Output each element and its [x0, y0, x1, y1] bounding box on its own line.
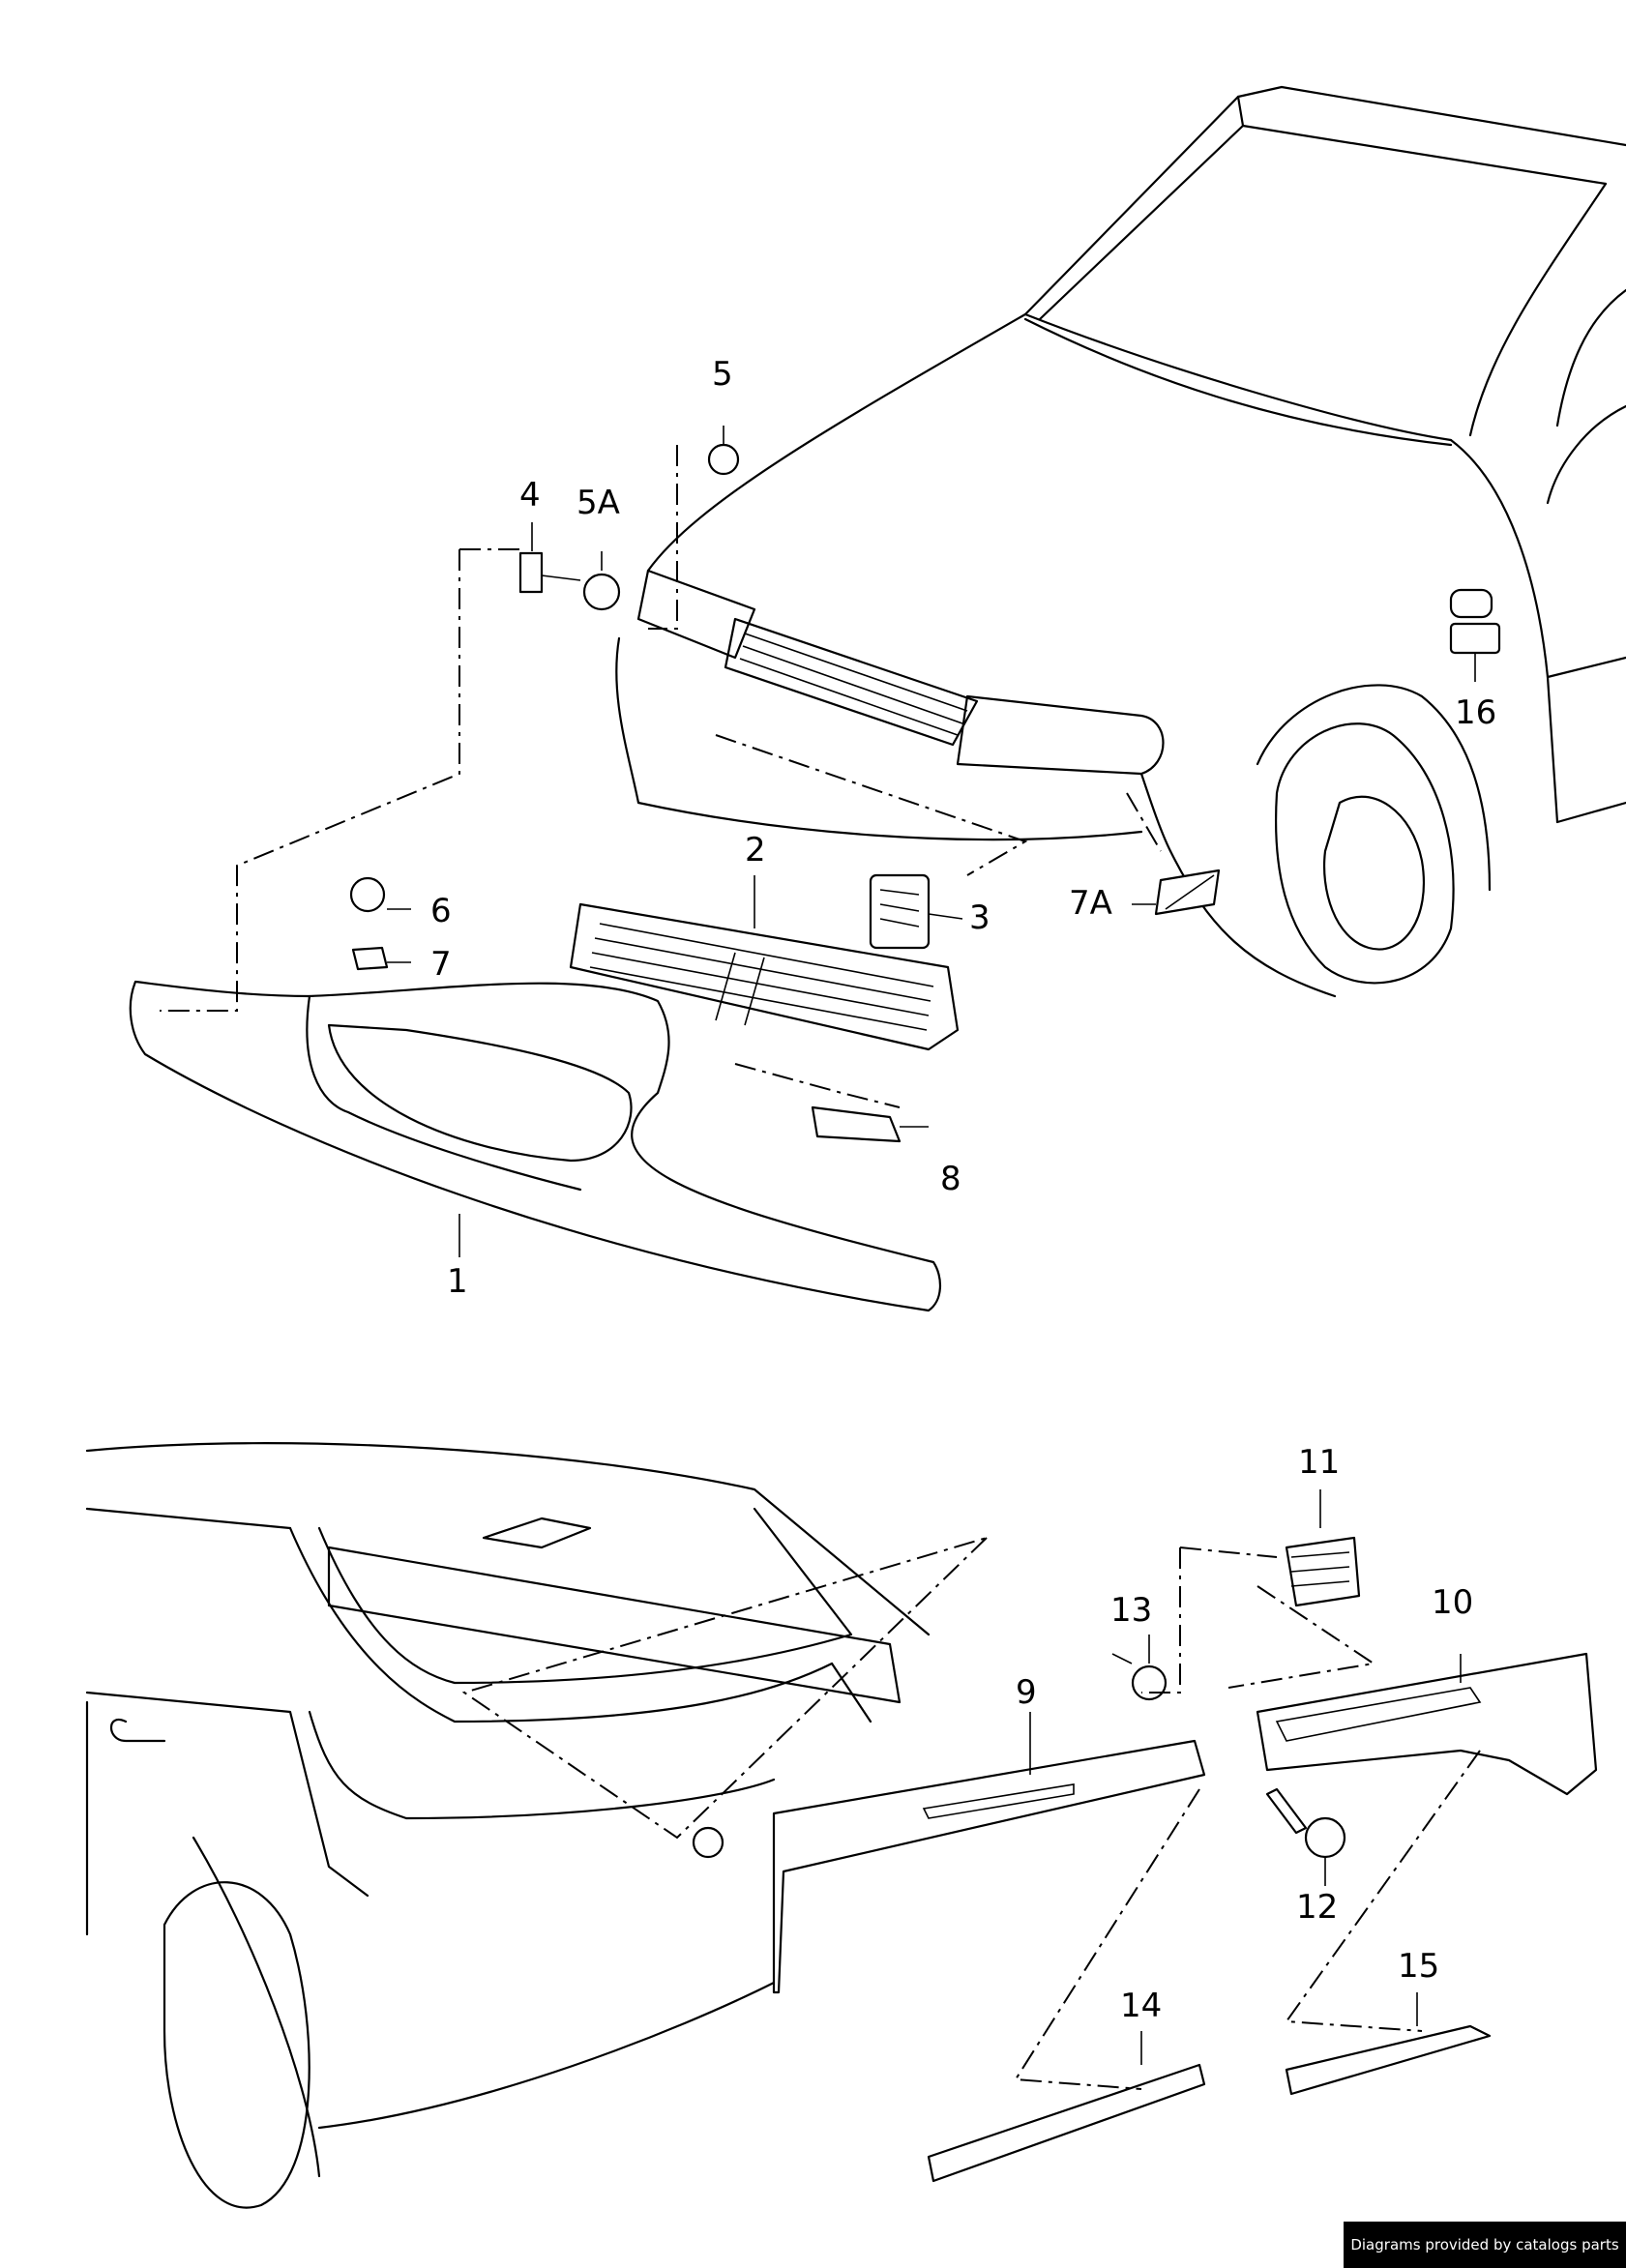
name-strips [927, 2024, 1492, 2183]
callout-8: 8 [940, 1160, 961, 1198]
callout-1: 1 [447, 1262, 468, 1301]
callout-14: 14 [1120, 1987, 1163, 2025]
rear-leader-lines [461, 1489, 1481, 2090]
callout-16: 16 [1455, 693, 1497, 732]
gti-badge-part [811, 1105, 902, 1143]
sticker-7a-part [1154, 869, 1221, 916]
callout-13: 13 [1110, 1591, 1153, 1630]
callout-7: 7 [430, 945, 452, 984]
callout-7a: 7A [1069, 884, 1112, 923]
radiator-grille-part [569, 902, 960, 1051]
callout-5: 5 [712, 355, 733, 394]
callout-6: 6 [430, 892, 452, 930]
callout-10: 10 [1432, 1583, 1474, 1622]
credit-banner: Diagrams provided by catalogs parts [1344, 2222, 1626, 2268]
callout-11: 11 [1298, 1443, 1341, 1482]
front-car-body [615, 85, 1626, 998]
seat-emblem-part [1285, 1536, 1361, 1607]
front-leader-lines [160, 426, 1476, 1257]
front-fasteners [349, 443, 740, 971]
callout-4: 4 [519, 476, 541, 515]
callout-5a: 5A [576, 484, 620, 522]
rear-trim-panel-part [772, 1739, 1206, 1994]
seat-badge-part [869, 873, 931, 950]
callout-12: 12 [1296, 1888, 1339, 1927]
callout-2: 2 [745, 831, 766, 869]
callout-15: 15 [1398, 1947, 1440, 1986]
callout-3: 3 [969, 898, 990, 937]
callout-9: 9 [1016, 1673, 1037, 1712]
rear-side-panel-part [1256, 1652, 1598, 1796]
rear-fasteners [1111, 1653, 1346, 1859]
rear-car-body [85, 1442, 931, 2209]
front-bumper-cover-part [129, 980, 941, 1312]
